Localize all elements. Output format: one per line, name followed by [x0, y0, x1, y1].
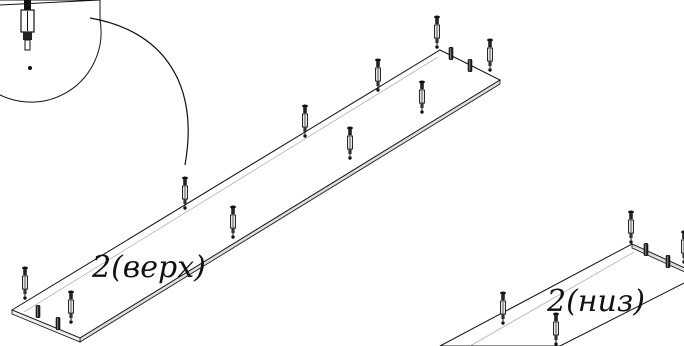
cam-bolt-icon	[486, 38, 494, 73]
cam-bolt-icon	[21, 266, 29, 301]
cam-bolt-icon	[627, 210, 635, 245]
magnified-bolt-icon	[20, 0, 35, 70]
detail-callout	[0, 0, 189, 166]
wooden-dowel-icon	[467, 59, 473, 72]
bottom-panel	[439, 210, 684, 346]
top-panel	[10, 15, 502, 343]
wooden-dowel-icon	[643, 243, 649, 256]
top-panel-label: 2(верх)	[92, 250, 206, 285]
bottom-panel-label: 2(низ)	[547, 284, 645, 319]
wooden-dowel-icon	[35, 305, 41, 318]
wooden-dowel-icon	[448, 47, 454, 60]
cam-bolt-icon	[433, 15, 441, 50]
wooden-dowel-icon	[665, 255, 671, 268]
callout-leader	[89, 17, 189, 166]
wooden-dowel-icon	[55, 317, 61, 330]
